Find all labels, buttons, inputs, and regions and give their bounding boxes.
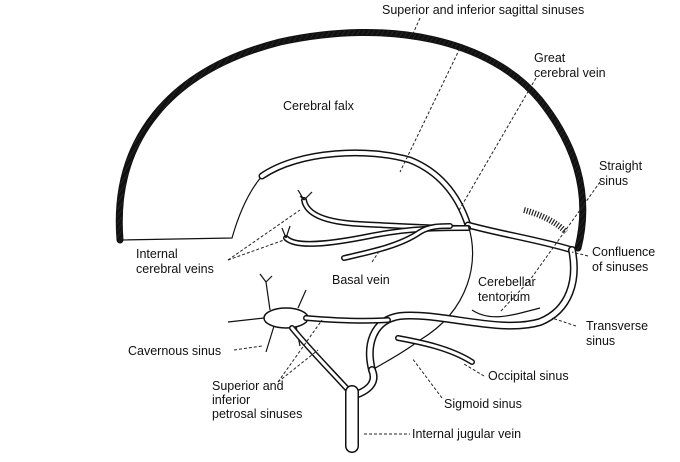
label-great-cerebral-vein-2: cerebral vein [534,66,606,80]
internal-cerebral-veins [281,189,471,247]
label-cerebral-falx: Cerebral falx [283,99,355,113]
label-transverse-sinus: Transverse [586,319,648,333]
label-straight-sinus: Straight [599,159,643,173]
label-internal-cerebral-veins-2: cerebral veins [136,262,214,276]
label-petrosal-sinuses-2: inferior [212,393,250,407]
cerebral-falx [115,28,587,252]
cerebellar-tentorium [371,224,541,371]
label-cavernous-sinus: Cavernous sinus [128,344,221,358]
label-petrosal-sinuses-3: petrosal sinuses [212,407,302,421]
basal-vein [341,223,453,261]
occipital-sinus [395,335,475,365]
label-transverse-sinus-2: sinus [586,334,615,348]
label-occipital-sinus: Occipital sinus [488,369,569,383]
label-confluence: Confluence [592,245,655,259]
label-sagittal-sinuses: Superior and inferior sagittal sinuses [382,3,584,17]
label-cerebellar-tentorium: Cerebellar [478,275,536,289]
label-petrosal-sinuses: Superior and [212,379,284,393]
label-sigmoid-sinus: Sigmoid sinus [444,397,522,411]
label-internal-jugular-vein: Internal jugular vein [412,427,521,441]
cavernous-sinus [227,273,309,353]
leader-lines [227,17,601,435]
transverse-sinus [365,246,578,374]
label-internal-cerebral-veins: Internal [136,247,178,261]
label-great-cerebral-vein: Great [534,51,566,65]
inferior-sagittal-sinus [258,149,472,229]
straight-sinus [464,207,576,254]
label-basal-vein: Basal vein [332,273,390,287]
label-confluence-2: of sinuses [592,260,648,274]
label-cerebellar-tentorium-2: tentorium [478,290,530,304]
label-straight-sinus-2: sinus [599,174,628,188]
petrosal-sinuses [289,315,391,395]
